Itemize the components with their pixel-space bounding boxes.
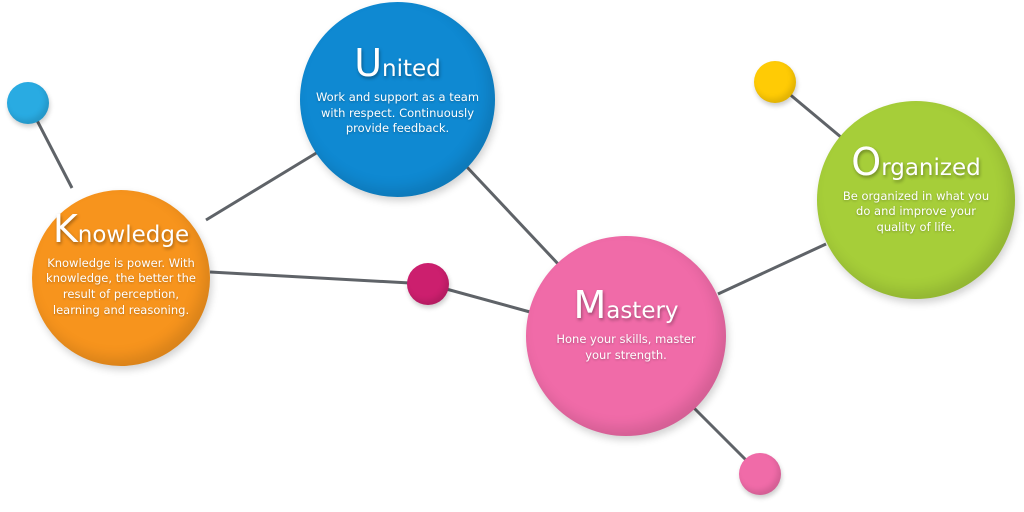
organized-initial: O (851, 139, 882, 184)
connector-mastery-organized (717, 242, 827, 296)
united-description: Work and support as a team with respect.… (315, 90, 480, 136)
united-title: United (310, 44, 485, 82)
small-magenta-dot (407, 263, 449, 305)
small-yellow-dot (754, 61, 796, 103)
organized-title: Organized (836, 143, 996, 181)
organized-description: Be organized in what you do and improve … (842, 188, 990, 234)
connector-knowledge-magenta-dot (209, 270, 429, 286)
organized-title-rest: rganized (881, 154, 981, 181)
united-title-rest: nited (382, 56, 441, 83)
united-node: United Work and support as a team with r… (300, 2, 495, 197)
knowledge-title-rest: nowledge (77, 221, 190, 248)
small-blue-dot (7, 82, 49, 124)
knowledge-node: Knowledge Knowledge is power. With knowl… (32, 190, 210, 366)
mastery-title: Mastery (546, 286, 706, 324)
knowledge-initial: K (52, 206, 78, 251)
small-pink-dot (739, 453, 781, 495)
knowledge-title: Knowledge (46, 210, 196, 248)
mastery-title-rest: astery (606, 298, 679, 325)
mastery-description: Hone your skills, master your strength. (556, 332, 696, 362)
united-initial: U (354, 41, 383, 86)
connector-knowledge-united (205, 150, 319, 222)
knowledge-description: Knowledge is power. With knowledge, the … (46, 255, 196, 317)
mastery-node: Mastery Hone your skills, master your st… (526, 236, 726, 436)
mastery-initial: M (573, 283, 607, 328)
connector-united-mastery (464, 164, 562, 268)
organized-node: Organized Be organized in what you do an… (817, 101, 1015, 299)
